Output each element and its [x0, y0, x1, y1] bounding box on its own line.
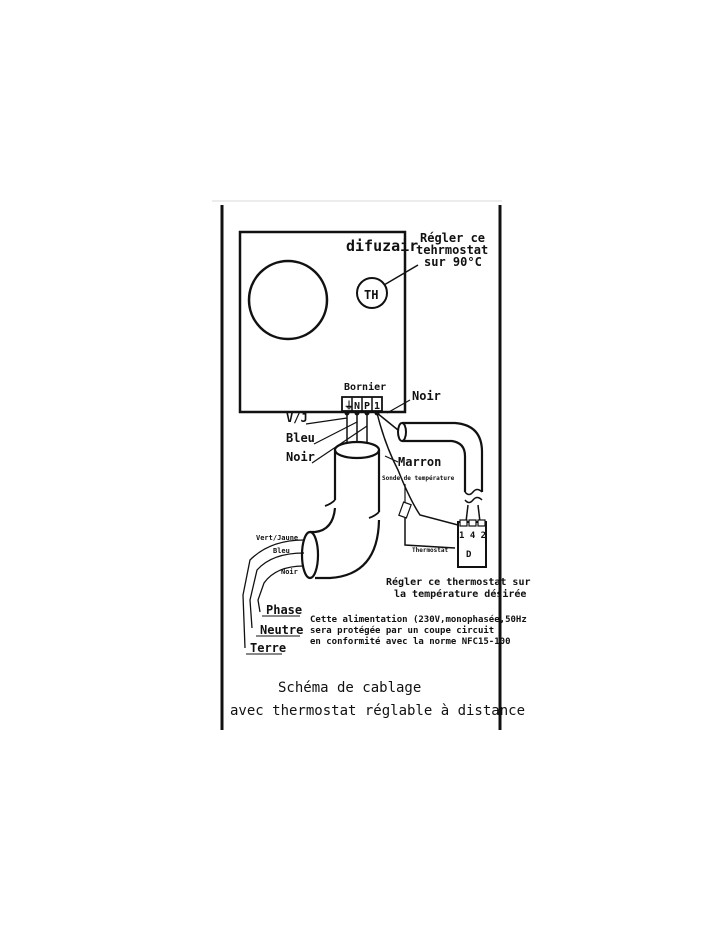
heater-body: [238, 230, 407, 414]
label-marron: Marron: [398, 455, 441, 469]
conductor-neutre: Neutre: [260, 623, 303, 637]
remote-note-line-1: Régler ce thermostat sur: [386, 576, 531, 588]
probe-label: Sonde de température: [382, 475, 455, 482]
remote-thermostat-label: Thermostat: [412, 547, 449, 554]
fan-circle: [247, 259, 329, 341]
supply-label-vj: Vert/Jaune: [256, 534, 298, 542]
label-noir-top: Noir: [412, 389, 441, 403]
label-noir-left: Noir: [286, 450, 315, 464]
supply-note-line-1: Cette alimentation (230V,monophasée,50Hz: [310, 614, 527, 625]
remote-thermostat: [457, 521, 487, 568]
brand-label: difuzair: [346, 237, 418, 255]
label-bleu: Bleu: [286, 431, 315, 445]
caption-line-2: avec thermostat réglable à distance: [230, 703, 525, 719]
conductor-terre: Terre: [250, 641, 286, 655]
thermostat-badge: TH: [364, 288, 378, 302]
wire-marron: [376, 412, 459, 526]
supply-note-line-2: sera protégée par un coupe circuit: [310, 625, 494, 636]
remote-thermostat-knob: D: [466, 550, 472, 560]
thermostat-dial: [356, 277, 388, 309]
terminal-1: 1: [374, 401, 380, 412]
remote-note-line-2: la température désirée: [394, 588, 526, 600]
terminal-p: P: [364, 401, 370, 412]
terminal-n: N: [354, 401, 360, 412]
remote-thermostat-terminals: 1 4 2: [459, 531, 486, 541]
supply-label-noir: Noir: [281, 568, 298, 576]
caption-line-1: Schéma de cablage: [278, 680, 421, 696]
conduit-main: [300, 440, 381, 580]
heater-note-line-1: Régler ce: [420, 231, 485, 245]
terminal-block-label: Bornier: [344, 381, 386, 393]
conductor-phase: Phase: [266, 603, 302, 617]
heater-note-pointer: [383, 264, 419, 286]
conduit-right: [397, 421, 484, 504]
heater-note-line-2: tehrmostat: [416, 243, 488, 257]
supply-note-line-3: en conformité avec la norme NFC15-100: [310, 636, 510, 647]
label-vj: V/J: [286, 411, 308, 425]
supply-wire-bleu: [249, 552, 305, 629]
heater-note-line-3: sur 90°C: [424, 255, 482, 269]
supply-wire-noir: [257, 565, 305, 613]
supply-wire-vj: [242, 539, 305, 649]
supply-label-bleu: Bleu: [273, 547, 290, 555]
temperature-probe: [398, 501, 412, 519]
terminal-earth: ⏚: [344, 400, 354, 412]
